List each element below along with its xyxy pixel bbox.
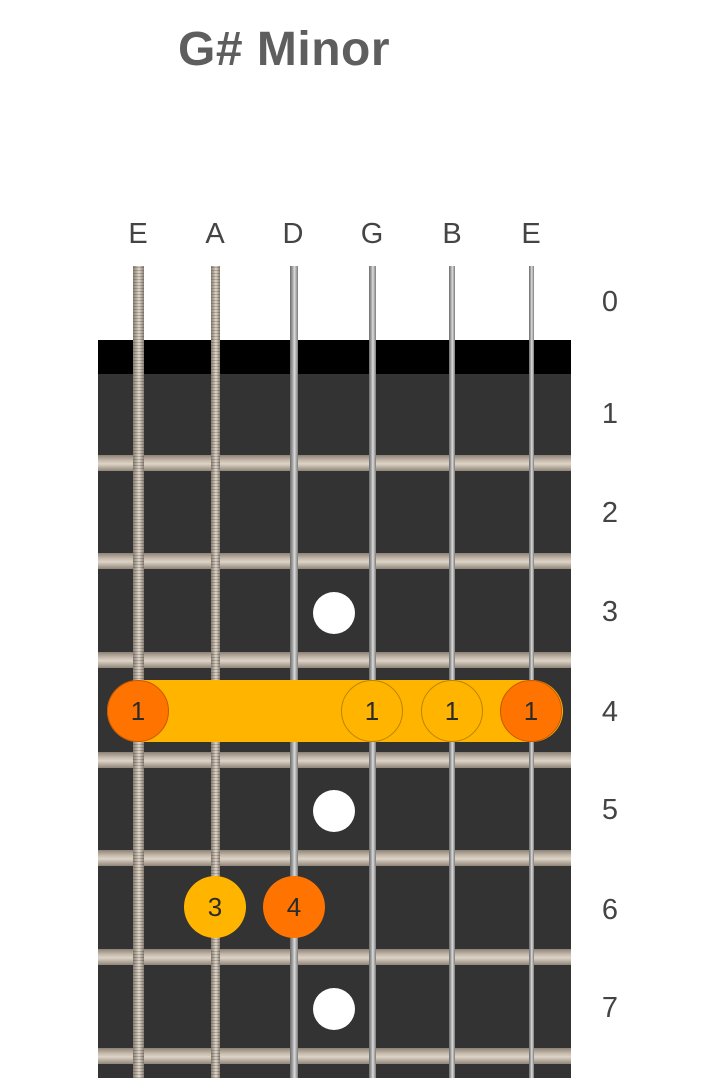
fret-number-6: 6 bbox=[601, 894, 619, 926]
fret-wire-3 bbox=[98, 652, 571, 668]
finger-dot-low-e-fret-4: 1 bbox=[107, 680, 169, 742]
finger-dot-high-e-fret-4: 1 bbox=[500, 680, 562, 742]
finger-dot-g-fret-4: 1 bbox=[341, 680, 403, 742]
fret-number-1: 1 bbox=[601, 398, 619, 430]
fret-wire-5 bbox=[98, 850, 571, 866]
fret-number-7: 7 bbox=[601, 992, 619, 1024]
fret-number-5: 5 bbox=[601, 794, 619, 826]
fret-wire-7 bbox=[98, 1048, 571, 1064]
fret-wire-2 bbox=[98, 553, 571, 569]
fret-inlay-marker-7 bbox=[313, 988, 355, 1030]
fret-number-2: 2 bbox=[601, 497, 619, 529]
string-name-b: B bbox=[442, 218, 462, 250]
string-b bbox=[449, 266, 455, 1078]
string-high-e bbox=[529, 266, 534, 1078]
fret-wire-4 bbox=[98, 752, 571, 768]
fret-inlay-marker-5 bbox=[313, 790, 355, 832]
string-low-e bbox=[133, 266, 144, 1078]
nut bbox=[98, 340, 571, 374]
finger-dot-d-fret-6: 4 bbox=[263, 876, 325, 938]
chord-title: G# Minor bbox=[178, 23, 391, 76]
string-name-a: A bbox=[205, 218, 225, 250]
string-name-low-e: E bbox=[128, 218, 148, 250]
finger-dot-b-fret-4: 1 bbox=[421, 680, 483, 742]
string-g bbox=[369, 266, 376, 1078]
string-name-high-e: E bbox=[521, 218, 541, 250]
fret-inlay-marker-3 bbox=[313, 592, 355, 634]
finger-dot-a-fret-6: 3 bbox=[184, 876, 246, 938]
string-name-d: D bbox=[282, 218, 304, 250]
fret-number-0: 0 bbox=[601, 286, 619, 318]
string-d bbox=[290, 266, 298, 1078]
fret-wire-1 bbox=[98, 455, 571, 471]
fret-number-4: 4 bbox=[601, 696, 619, 728]
fret-number-3: 3 bbox=[601, 596, 619, 628]
fret-wire-6 bbox=[98, 949, 571, 965]
string-a bbox=[211, 266, 220, 1078]
string-name-g: G bbox=[360, 218, 384, 250]
barre-bar bbox=[107, 680, 563, 742]
